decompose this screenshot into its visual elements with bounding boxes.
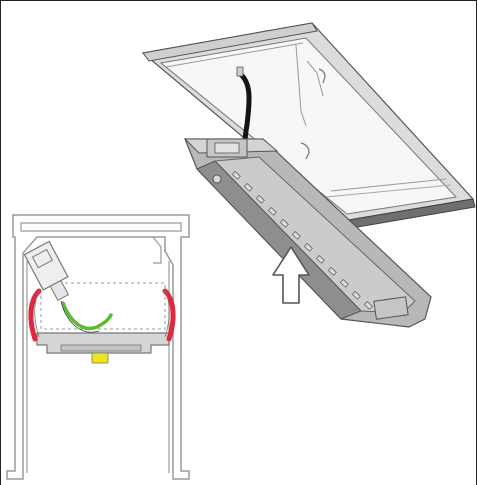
profile-cross-section-icon [6, 214, 190, 480]
ceiling-frame-icon [141, 22, 476, 230]
mounting-rail-icon [183, 138, 432, 328]
insert-up-arrow-icon [272, 246, 310, 304]
